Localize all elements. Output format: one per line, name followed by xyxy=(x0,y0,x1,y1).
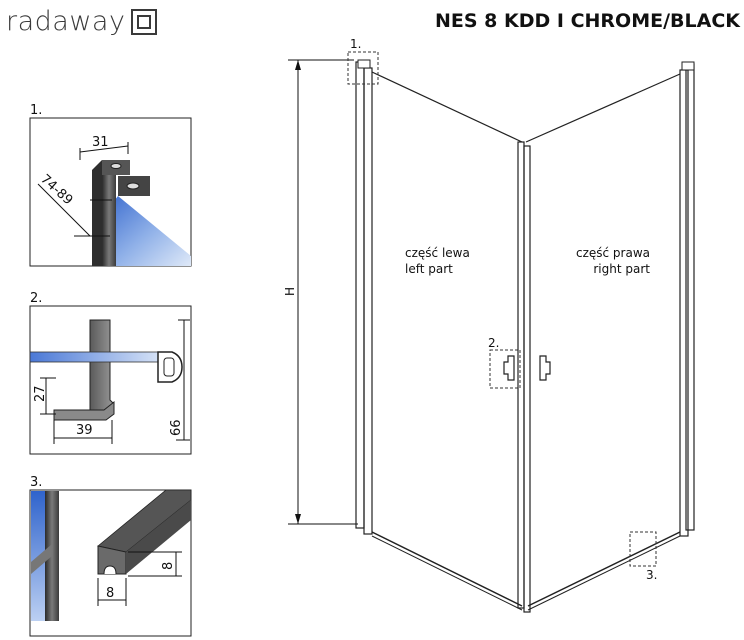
left-top-cap xyxy=(357,59,371,69)
detail-2-profile xyxy=(89,319,115,417)
left-part-label-en: left part xyxy=(405,262,453,276)
detail-3-seal-left xyxy=(31,544,52,574)
right-handle-icon xyxy=(539,355,551,381)
detail-1-dim-line xyxy=(37,183,91,237)
height-label: H xyxy=(283,287,297,296)
left-door-edge xyxy=(517,141,525,609)
right-top-cap xyxy=(681,61,695,71)
height-arrow-icon xyxy=(295,514,301,524)
left-part-label-pl: część lewa xyxy=(405,246,470,260)
detail-3-seal-groove xyxy=(103,565,117,575)
right-wall-profile-inner xyxy=(685,63,695,531)
callout-3-box xyxy=(629,531,657,567)
right-door-edge xyxy=(523,145,531,613)
page-title: NES 8 KDD I CHROME/BLACK xyxy=(435,10,740,32)
right-wall-profile xyxy=(679,69,689,537)
left-door-top xyxy=(371,71,523,143)
height-arrow-icon xyxy=(295,60,301,70)
detail-1-dim-width: 31 xyxy=(92,135,109,150)
detail-2-number: 2. xyxy=(30,291,42,306)
detail-1: 1. 31 74-89 xyxy=(29,103,192,267)
right-door-top xyxy=(525,73,681,143)
detail-1-profile-side xyxy=(92,160,102,266)
right-door-bottom xyxy=(527,531,681,607)
detail-2-handle-icon xyxy=(157,351,183,383)
detail-1-number: 1. xyxy=(30,103,42,118)
detail-2-dim-66: 66 xyxy=(169,419,184,436)
detail-1-glass xyxy=(110,196,191,266)
brand-logo: radaway xyxy=(6,6,158,37)
detail-1-profile-front xyxy=(102,175,116,266)
left-wall-profile-inner xyxy=(363,67,373,535)
main-drawing: H 1. 2. 3. część lewa left part część p xyxy=(283,37,695,613)
callout-3-label: 3. xyxy=(646,568,657,582)
callout-1-box xyxy=(347,51,379,85)
logo-square-icon xyxy=(131,8,158,35)
detail-3-seal-side xyxy=(126,500,191,574)
detail-3-dim-height: 8 xyxy=(161,562,176,570)
left-handle-icon xyxy=(503,355,515,381)
detail-2-glass xyxy=(29,351,163,363)
left-door-bottom-seal xyxy=(371,535,523,611)
left-wall-profile xyxy=(355,61,365,529)
left-door-bottom xyxy=(371,531,523,607)
logo-text: radaway xyxy=(6,6,126,37)
callout-2-box xyxy=(489,349,521,389)
detail-2-dim-39: 39 xyxy=(76,423,93,438)
detail-1-dim-line xyxy=(79,145,129,153)
detail-3-dim-width: 8 xyxy=(106,586,114,601)
detail-1-screw-icon xyxy=(126,182,140,190)
detail-3-number: 3. xyxy=(30,475,42,490)
detail-2-dim-27: 27 xyxy=(33,385,48,402)
detail-3: 3. 8 8 xyxy=(29,475,192,637)
detail-2-handle-inner xyxy=(163,357,175,377)
detail-1-screw-icon xyxy=(110,163,122,169)
detail-2: 2. 27 39 66 xyxy=(29,291,192,455)
right-part-label-en: right part xyxy=(593,262,650,276)
right-part-label-pl: część prawa xyxy=(576,246,650,260)
callout-1-label: 1. xyxy=(350,37,361,51)
right-door-bottom-seal xyxy=(527,535,681,611)
callout-2-label: 2. xyxy=(488,336,499,350)
